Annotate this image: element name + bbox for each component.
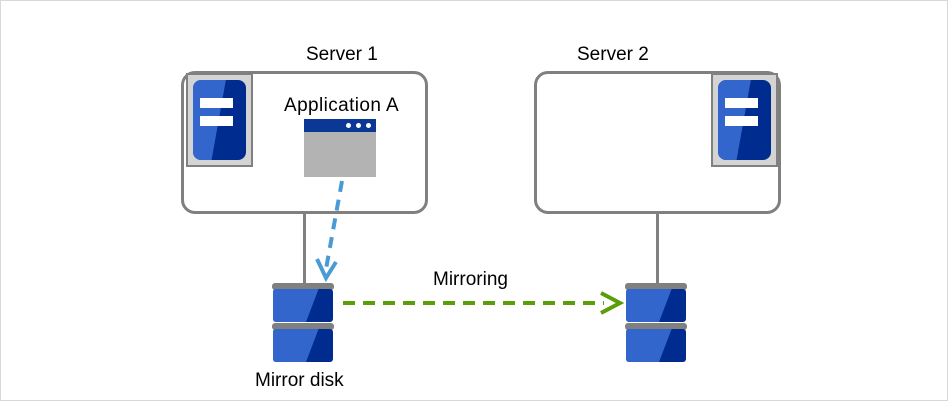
- mirror-disk-2-icon: [625, 283, 687, 369]
- disk-plate-top: [272, 283, 334, 290]
- server2-disk-connector: [656, 213, 659, 283]
- server-icon-body: [193, 80, 246, 160]
- server-icon-bar-top: [725, 97, 759, 108]
- disk-block-lower: [626, 329, 686, 362]
- window-dot-icon-2: [356, 123, 361, 128]
- server1-disk-connector: [303, 213, 306, 283]
- window-dot-icon-3: [366, 123, 371, 128]
- disk-block-upper: [626, 289, 686, 322]
- application-window-icon: [304, 119, 376, 177]
- server-icon-body: [718, 80, 771, 160]
- disk-block-lower: [273, 329, 333, 362]
- mirroring-label: Mirroring: [433, 269, 508, 290]
- write-arrow-head-icon: [315, 258, 338, 283]
- application-a-label: Application A: [284, 95, 400, 116]
- server1-machine-icon: [186, 73, 253, 167]
- mirror-disk-label: Mirror disk: [255, 370, 344, 391]
- server-icon-bar-top: [200, 97, 234, 108]
- server2-title: Server 2: [577, 44, 649, 65]
- application-window-titlebar: [304, 119, 376, 132]
- disk-plate-middle: [625, 323, 687, 330]
- server1-title: Server 1: [306, 44, 378, 65]
- disk-block-upper: [273, 289, 333, 322]
- disk-plate-top: [625, 283, 687, 290]
- disk-plate-middle: [272, 323, 334, 330]
- server-icon-bar-bottom: [200, 116, 234, 127]
- mirror-disk-1-icon: [272, 283, 334, 369]
- window-dot-icon-1: [346, 123, 351, 128]
- server2-machine-icon: [711, 73, 778, 167]
- server-icon-bar-bottom: [725, 116, 759, 127]
- mirroring-arrow-head-icon: [600, 291, 625, 315]
